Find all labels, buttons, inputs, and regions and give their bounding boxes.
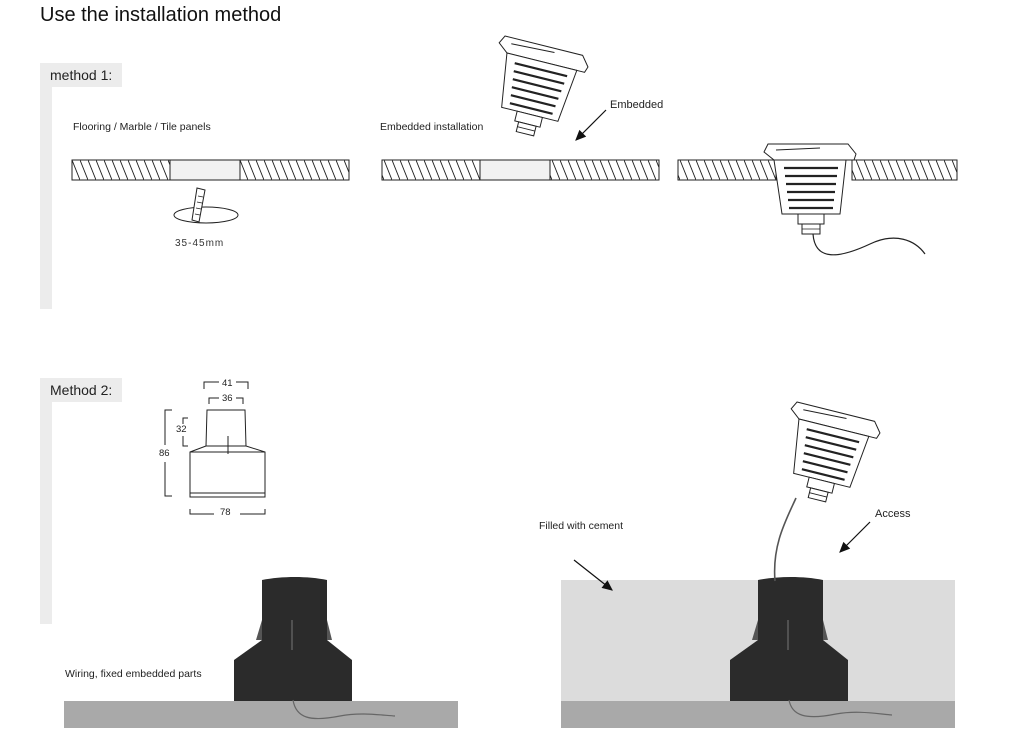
label-wiring: Wiring, fixed embedded parts — [65, 668, 202, 680]
dim-36: 36 — [222, 393, 233, 404]
floor-panel-2 — [381, 159, 660, 181]
lamp-installed — [762, 142, 858, 236]
method2-heading: Method 2: — [40, 378, 122, 402]
hole-size-label: 35-45mm — [175, 238, 225, 249]
sleeve-dimension-drawing — [164, 381, 266, 515]
lamp-cable-1 — [812, 233, 926, 256]
floor-panel-1 — [71, 159, 350, 181]
embedded-arrow — [575, 109, 607, 141]
lamp-tilted-1 — [478, 33, 592, 146]
cement-arrow — [573, 559, 613, 591]
method1-heading: method 1: — [40, 63, 122, 87]
dim-78: 78 — [220, 507, 231, 518]
dim-41: 41 — [222, 378, 233, 389]
lamp-cable-2 — [773, 497, 797, 582]
label-filled-with-cement: Filled with cement — [539, 520, 624, 532]
access-arrow — [839, 521, 871, 553]
method1-heading-label: method 1: — [50, 67, 113, 83]
label-flooring: Flooring / Marble / Tile panels — [73, 121, 211, 133]
embedded-sleeve-right — [561, 577, 955, 728]
method1-side-bar — [40, 87, 52, 309]
label-embedded: Embedded — [610, 99, 664, 111]
floor-panel-3 — [677, 159, 958, 181]
dim-32: 32 — [176, 424, 187, 435]
label-access: Access — [875, 508, 911, 520]
drill-icon — [173, 187, 239, 224]
embedded-sleeve-left — [64, 577, 458, 728]
page-title: Use the installation method — [40, 4, 282, 26]
lamp-tilted-2 — [770, 399, 884, 512]
method2-side-bar — [40, 402, 52, 624]
label-embedded-installation: Embedded installation — [380, 121, 484, 133]
method2-heading-label: Method 2: — [50, 382, 113, 398]
dim-86: 86 — [159, 448, 170, 459]
